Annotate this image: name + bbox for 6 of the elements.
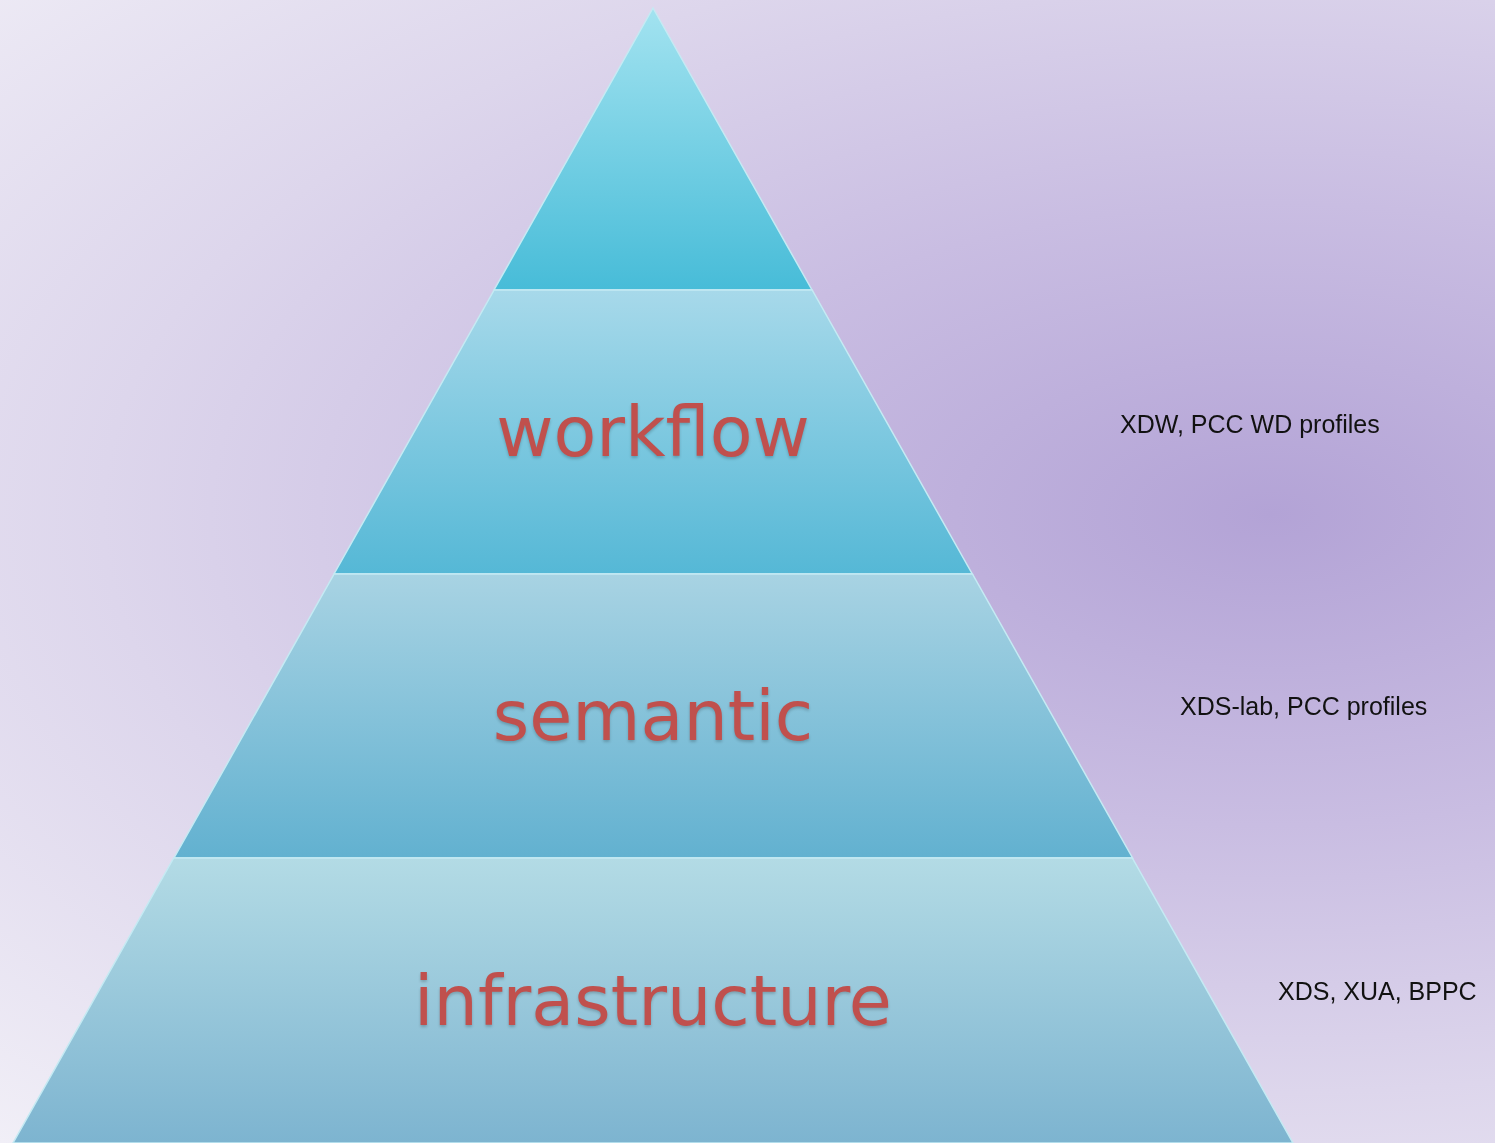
layer-label: semantic — [492, 675, 814, 757]
side-note: XDW, PCC WD profiles — [1120, 409, 1380, 439]
side-note: XDS, XUA, BPPC — [1278, 976, 1477, 1006]
side-note: XDS-lab, PCC profiles — [1180, 691, 1428, 721]
layer-label: infrastructure — [414, 959, 892, 1042]
layer-label: workflow — [496, 391, 810, 473]
